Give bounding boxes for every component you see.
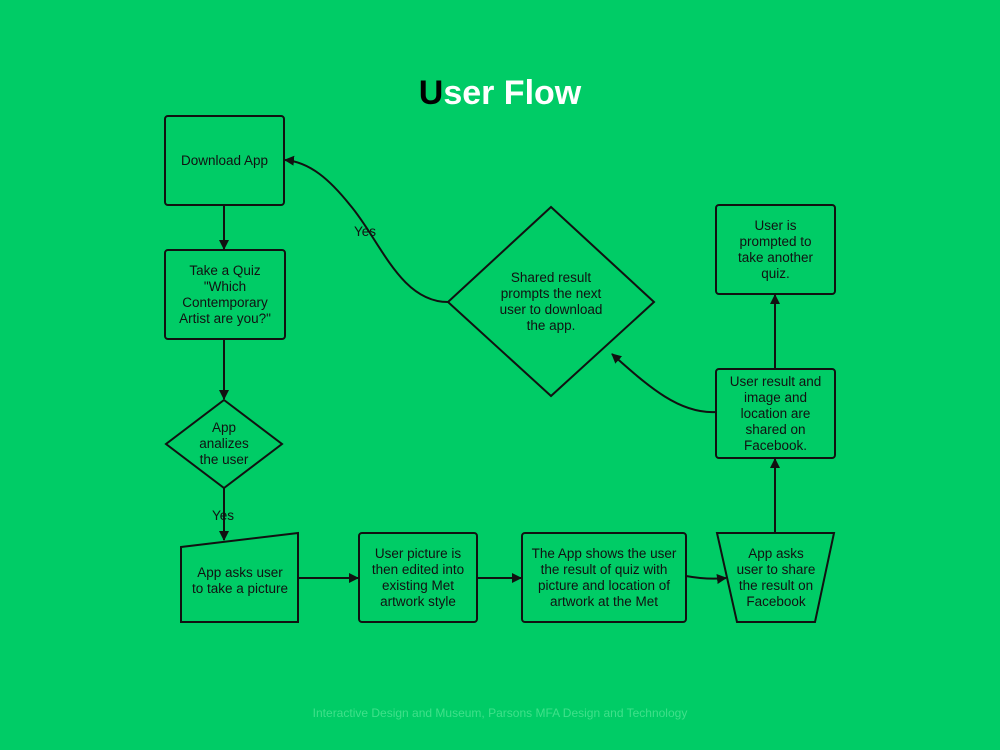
node-take-quiz: Take a Quiz "Which Contemporary Artist a… [179, 262, 271, 326]
node-prompted-another-quiz: User is prompted to take another quiz. [737, 217, 814, 281]
node-download-app: Download App [180, 152, 269, 168]
edge-label-yes-analyze: Yes [212, 508, 235, 523]
edge-label-yes-download: Yes [354, 224, 377, 239]
node-picture-edited: User picture is then edited into existin… [371, 545, 465, 609]
footer-credit: Interactive Design and Museum, Parsons M… [312, 706, 688, 720]
node-take-picture-shape [180, 531, 299, 623]
node-app-shows-result: The App shows the user the result of qui… [531, 545, 677, 609]
node-shared-on-facebook: User result and image and location are s… [729, 373, 822, 453]
node-ask-share-shape [715, 532, 836, 623]
node-ask-share: App asks user to share the result on Fac… [736, 545, 816, 609]
node-app-analizes: App analizes the user [199, 420, 249, 467]
title-first-letter: U [418, 74, 444, 112]
node-next-user: Shared result prompts the next user to d… [499, 270, 603, 333]
edge-next-user-to-download [284, 155, 449, 303]
node-next-user-shape [446, 205, 656, 398]
node-app-shows-result-shape [521, 532, 687, 623]
title-rest: ser Flow [443, 74, 582, 112]
page-title: User Flow [0, 74, 1000, 113]
edge-shows-to-share [685, 574, 727, 584]
node-take-picture: App asks user to take a picture [191, 565, 289, 596]
edge-shared-to-next-user [611, 353, 717, 414]
